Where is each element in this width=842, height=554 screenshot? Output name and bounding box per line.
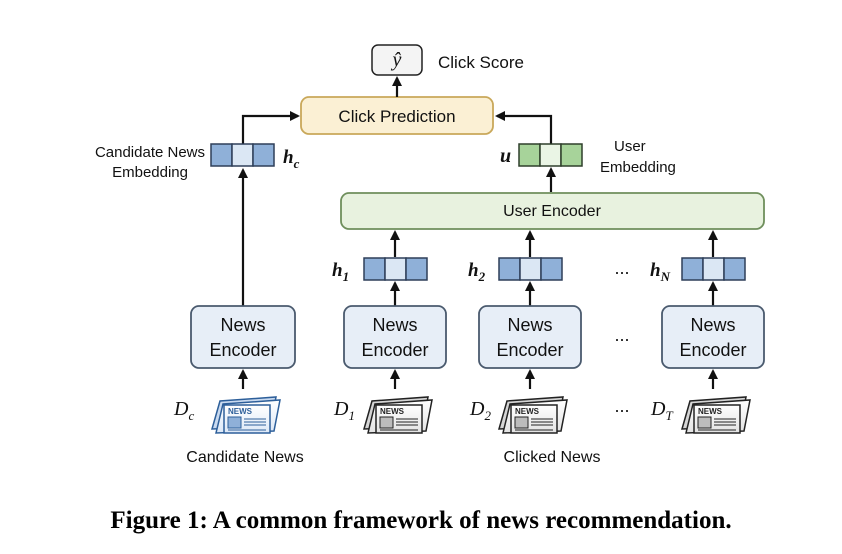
h2-cell-2 bbox=[519, 257, 542, 281]
h2-label: h2 bbox=[468, 260, 486, 284]
h1-label: h1 bbox=[332, 260, 349, 284]
candidate-embedding-cell-3 bbox=[252, 143, 275, 167]
d1-sub: 1 bbox=[348, 408, 355, 423]
clicked-newspaper-icon-1: NEWS bbox=[362, 396, 433, 434]
dT-sub: T bbox=[665, 408, 673, 423]
h2-sub: 2 bbox=[478, 269, 486, 284]
y-hat-box bbox=[371, 44, 423, 76]
candidate-newspaper-word: NEWS bbox=[228, 407, 253, 416]
h2-cell-3 bbox=[540, 257, 563, 281]
clicked-newspaper-2-word: NEWS bbox=[515, 407, 540, 416]
hN-cell-1 bbox=[681, 257, 704, 281]
candidate-news-encoder-box bbox=[190, 305, 296, 369]
candidate-news-encoder-line1: News bbox=[220, 315, 265, 335]
candidate-embedding-group: Candidate News Embedding hc bbox=[95, 143, 300, 181]
d2-label: D2 bbox=[469, 398, 491, 423]
doc-ellipsis: ... bbox=[614, 396, 629, 416]
news-encoder-N-line1: News bbox=[690, 315, 735, 335]
clicked-embeddings-group: h1 h2 ... hN bbox=[332, 257, 746, 284]
d-c-sub: c bbox=[188, 408, 194, 423]
candidate-embedding-label-line2: Embedding bbox=[112, 164, 188, 181]
news-encoder-2-line1: News bbox=[507, 315, 552, 335]
click-prediction-group: Click Prediction bbox=[300, 96, 494, 135]
news-encoder-1-line2: Encoder bbox=[361, 340, 428, 360]
candidate-news-encoder-line2: Encoder bbox=[209, 340, 276, 360]
user-embedding-cell-1 bbox=[518, 143, 541, 167]
hN-sub: N bbox=[660, 269, 671, 284]
user-u-label: u bbox=[500, 145, 511, 167]
h1-cell-2 bbox=[384, 257, 407, 281]
user-embedding-label-line2: Embedding bbox=[600, 159, 676, 176]
candidate-h-c-label: hc bbox=[283, 147, 300, 171]
news-encoder-2-box bbox=[478, 305, 582, 369]
d2-sub: 2 bbox=[484, 408, 491, 423]
h1-cell-1 bbox=[363, 257, 386, 281]
candidate-newspaper-icon: NEWS bbox=[210, 396, 281, 434]
user-embedding-group: u User Embedding bbox=[500, 138, 676, 176]
clicked-newspaper-N-word: NEWS bbox=[698, 407, 723, 416]
clicked-newspaper-icon-N: NEWS bbox=[680, 396, 751, 434]
h2-cell-1 bbox=[498, 257, 521, 281]
user-encoder-group: User Encoder bbox=[340, 192, 765, 230]
d1-label: D1 bbox=[333, 398, 355, 423]
h1-cell-3 bbox=[405, 257, 428, 281]
click-score-label: Click Score bbox=[438, 53, 524, 72]
candidate-news-label: Candidate News bbox=[186, 449, 303, 466]
hN-cell-3 bbox=[723, 257, 746, 281]
news-encoder-1-line1: News bbox=[372, 315, 417, 335]
output-score-group: ŷ Click Score bbox=[371, 44, 524, 76]
user-encoder-box bbox=[340, 192, 765, 230]
encoder-ellipsis: ... bbox=[614, 325, 629, 345]
candidate-embedding-cell-1 bbox=[210, 143, 233, 167]
arrow-candidate-embedding-to-prediction bbox=[241, 111, 300, 144]
y-hat-label: ŷ bbox=[391, 49, 402, 71]
hN-label: hN bbox=[650, 260, 671, 284]
candidate-h-c-sub: c bbox=[294, 156, 300, 171]
user-embedding-label-line1: User bbox=[614, 138, 646, 155]
arrow-user-embedding-to-prediction bbox=[495, 111, 553, 144]
clicked-news-label: Clicked News bbox=[504, 449, 601, 466]
news-encoder-2-line2: Encoder bbox=[496, 340, 563, 360]
click-prediction-label: Click Prediction bbox=[338, 107, 455, 126]
h-ellipsis: ... bbox=[614, 258, 629, 278]
figure-caption: Figure 1: A common framework of news rec… bbox=[110, 507, 731, 534]
dT-label: DT bbox=[650, 398, 673, 423]
user-embedding-cell-2 bbox=[539, 143, 562, 167]
h1-sub: 1 bbox=[343, 269, 350, 284]
news-encoders-group: News Encoder News Encoder News Encoder .… bbox=[190, 305, 765, 369]
d-c-label: Dc bbox=[173, 398, 194, 423]
user-embedding-cell-3 bbox=[560, 143, 583, 167]
candidate-embedding-cell-2 bbox=[231, 143, 254, 167]
clicked-newspaper-icon-2: NEWS bbox=[497, 396, 568, 434]
news-encoder-N-line2: Encoder bbox=[679, 340, 746, 360]
hN-cell-2 bbox=[702, 257, 725, 281]
user-encoder-label: User Encoder bbox=[503, 203, 601, 220]
news-encoder-1-box bbox=[343, 305, 447, 369]
clicked-newspaper-1-word: NEWS bbox=[380, 407, 405, 416]
candidate-embedding-label-line1: Candidate News bbox=[95, 144, 205, 161]
news-encoder-N-box bbox=[661, 305, 765, 369]
